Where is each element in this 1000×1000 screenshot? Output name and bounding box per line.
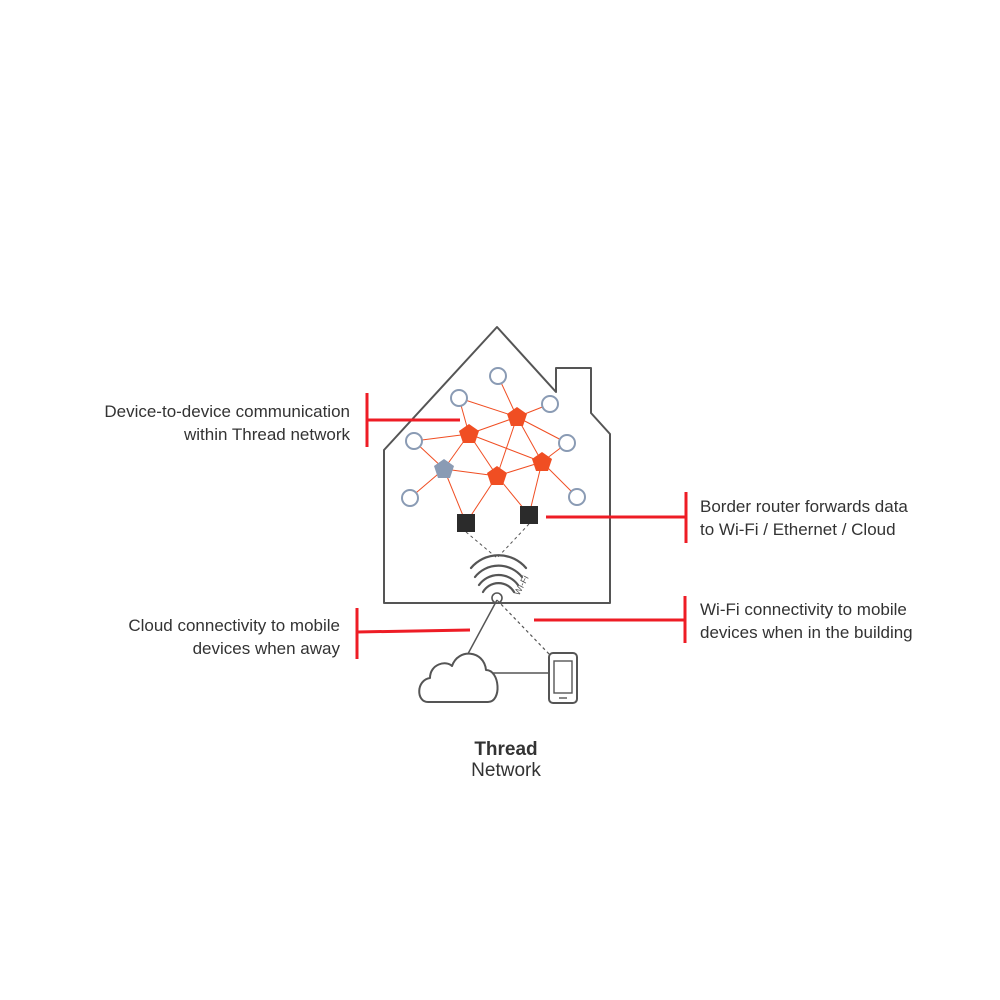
- end-device-node: [558, 434, 576, 452]
- router-node: [532, 452, 552, 471]
- callout-wifi-line2: devices when in the building: [700, 623, 913, 642]
- callout-border-line1: Border router forwards data: [700, 497, 908, 516]
- end-device-node: [541, 395, 559, 413]
- cloud-icon: [418, 652, 499, 703]
- callout-cloud-stem: [356, 628, 471, 634]
- leader-node: [434, 459, 454, 478]
- router-nodes: [459, 407, 552, 485]
- router-node: [487, 466, 507, 485]
- wifi-phone-link: [496, 599, 551, 656]
- callout-cloud-line2: devices when away: [193, 639, 341, 658]
- end-device-node: [401, 489, 419, 507]
- border-router: [457, 514, 475, 532]
- end-device-node: [568, 488, 586, 506]
- border-router-uplinks: [465, 523, 530, 559]
- wifi-icon: [469, 554, 528, 604]
- end-device-node: [489, 367, 507, 385]
- callout-border-line2: to Wi-Fi / Ethernet / Cloud: [700, 520, 896, 539]
- caption-title: Thread: [474, 739, 537, 760]
- callout-device-line2: within Thread network: [183, 425, 350, 444]
- cloud-link: [462, 599, 498, 664]
- end-device-nodes: [401, 367, 586, 507]
- callout-device-line1: Device-to-device communication: [104, 402, 350, 421]
- router-node: [459, 424, 479, 443]
- callout-markers: [355, 393, 688, 659]
- end-device-node: [405, 432, 423, 450]
- caption-subtitle: Network: [471, 760, 541, 781]
- wifi-icon-label: Wi-Fi: [512, 574, 531, 597]
- end-device-node: [450, 389, 468, 407]
- callout-cloud-line1: Cloud connectivity to mobile: [128, 616, 340, 635]
- border-router: [520, 506, 538, 524]
- callout-wifi-line1: Wi-Fi connectivity to mobile: [700, 600, 907, 619]
- phone-icon: [548, 652, 578, 704]
- router-node: [507, 407, 527, 426]
